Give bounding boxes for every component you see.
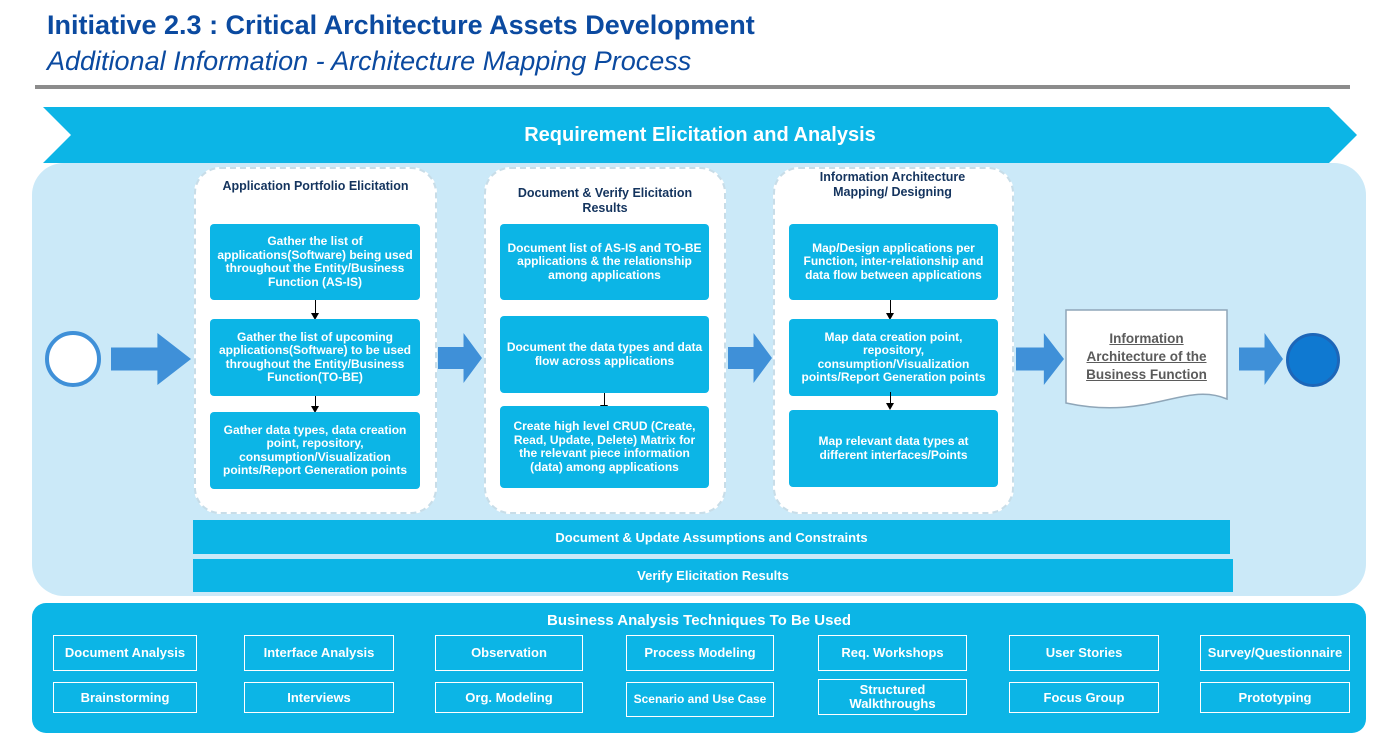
page-title: Initiative 2.3 : Critical Architecture A… [47,10,755,40]
technique-box: Req. Workshops [818,635,967,671]
page-subtitle: Additional Information - Architecture Ma… [47,46,692,76]
phase-title: Application Portfolio Elicitation [222,179,409,193]
title-divider [35,85,1350,89]
step-box: Gather data types, data creation point, … [210,412,420,489]
step-box: Document list of AS-IS and TO-BE applica… [500,224,709,300]
phase-title: Information Architecture Mapping/ Design… [819,170,966,199]
technique-box: Prototyping [1200,682,1350,713]
down-arrow-icon [311,396,319,413]
technique-box: Scenario and Use Case [626,682,774,717]
step-box: Map/Design applications per Function, in… [789,224,998,300]
technique-box: User Stories [1009,635,1159,671]
down-arrow-icon [886,300,894,320]
banner-label: Requirement Elicitation and Analysis [524,123,876,146]
step-box: Create high level CRUD (Create, Read, Up… [500,406,709,488]
technique-box: Document Analysis [53,635,197,671]
step-box: Map data creation point, repository, con… [789,319,998,396]
technique-box: Focus Group [1009,682,1159,713]
document-shape-icon [1065,309,1228,409]
down-arrow-icon [311,300,319,320]
verify-bar: Verify Elicitation Results [193,559,1233,592]
technique-box: Org. Modeling [435,682,583,713]
start-circle-icon [45,331,101,387]
output-label: Information Architecture of the Business… [1086,331,1207,382]
technique-box: Brainstorming [53,682,197,713]
step-box: Gather the list of upcoming applications… [210,319,420,396]
step-box: Map relevant data types at different int… [789,410,998,487]
technique-box: Interface Analysis [244,635,394,671]
end-circle-icon [1286,333,1340,387]
phase-title: Document & Verify Elicitation Results [517,186,693,215]
techniques-title: Business Analysis Techniques To Be Used [547,612,851,629]
down-arrow-icon [886,392,894,410]
technique-box: Observation [435,635,583,671]
step-box: Gather the list of applications(Software… [210,224,420,300]
technique-box: Survey/Questionnaire [1200,635,1350,671]
technique-box: Structured Walkthroughs [818,679,967,715]
technique-box: Process Modeling [626,635,774,671]
banner-arrow-shape [43,107,1357,163]
technique-box: Interviews [244,682,394,713]
techniques-panel [32,603,1366,733]
step-box: Document the data types and data flow ac… [500,316,709,393]
assumptions-bar: Document & Update Assumptions and Constr… [193,520,1230,554]
